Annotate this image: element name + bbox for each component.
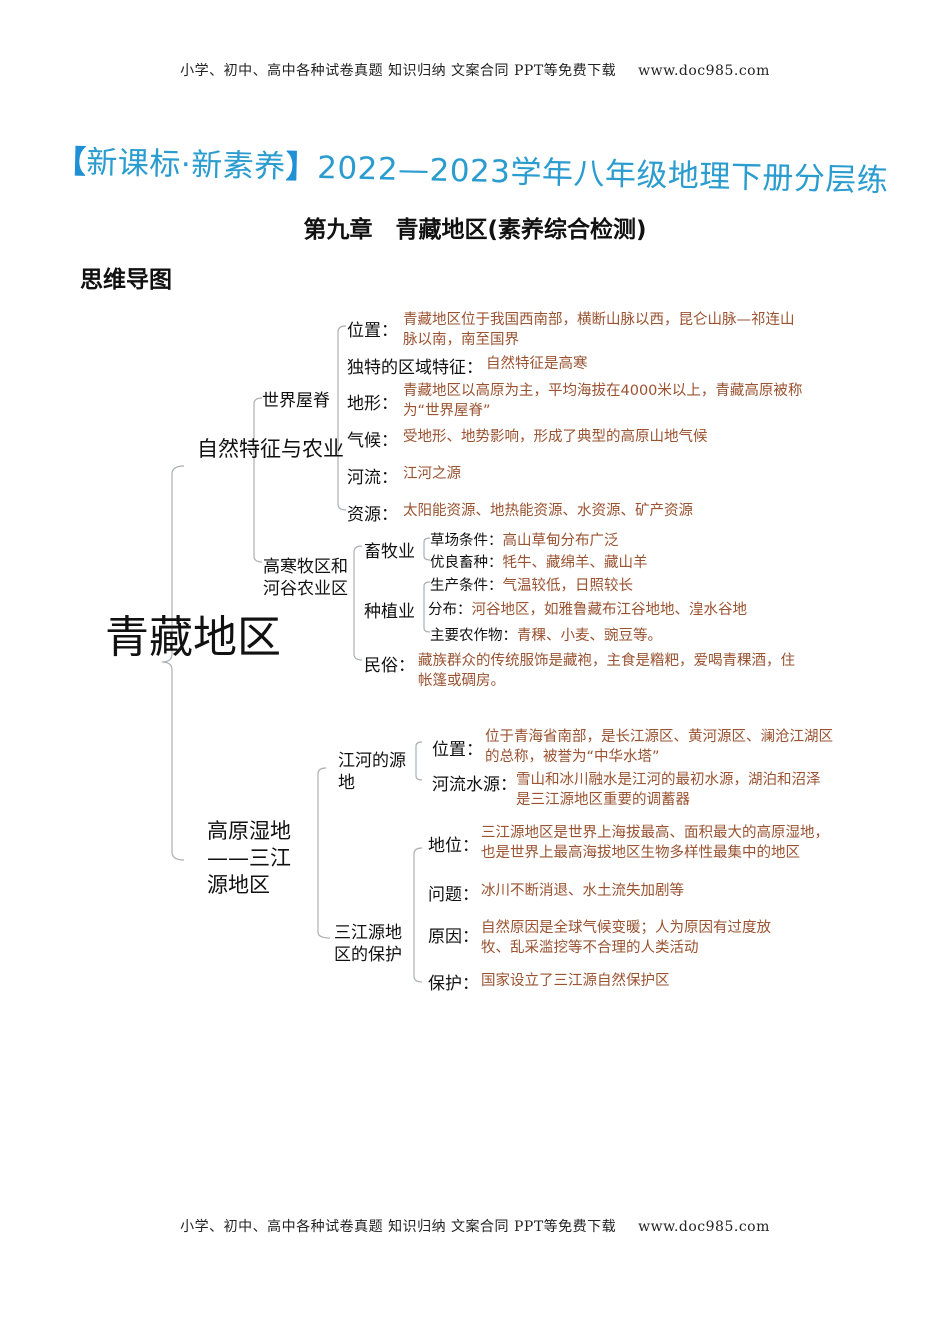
chapter-heading: 第九章 青藏地区(素养综合检测) [303,217,647,243]
header-url[interactable]: www.doc985.com [638,63,770,79]
item-value: 青藏地区以高原为主，平均海拔在4000米以上，青藏高原被称 为“世界屋脊” [403,383,803,419]
item-livestock: 优良畜种：牦牛、藏绵羊、藏山羊 [430,555,648,571]
item-key: 独特的区域特征： [347,358,483,378]
page-footer: 小学、初中、高中各种试卷真题 知识归纳 文案合同 PPT等免费下载 www.doc… [0,1216,950,1236]
page-header: 小学、初中、高中各种试卷真题 知识归纳 文案合同 PPT等免费下载 www.doc… [0,60,950,80]
root-label: 青藏地区 [105,612,281,663]
item-value: 自然特征是高寒 [486,356,588,372]
item-key: 资源： [347,505,398,525]
item-value: 江河之源 [403,466,461,482]
item-key: 位置： [347,321,398,341]
footer-text: 小学、初中、高中各种试卷真题 知识归纳 文案合同 PPT等免费下载 [180,1219,617,1235]
item-value: 受地形、地势影响，形成了典型的高原山地气候 [403,429,708,445]
header-text: 小学、初中、高中各种试卷真题 知识归纳 文案合同 PPT等免费下载 [180,63,617,79]
section-heading: 思维导图 [80,267,172,293]
item-distribution: 分布：河谷地区，如雅鲁藏布江谷地地、湟水谷地 [428,602,747,618]
footer-url[interactable]: www.doc985.com [638,1219,770,1235]
node-animal-husbandry: 畜牧业 [364,542,415,562]
node-roof-of-world: 世界屋脊 [262,391,330,411]
node-sanjiang-protection: 三江源地 区的保护 [334,923,402,965]
item-value: 太阳能资源、地热能资源、水资源、矿产资源 [403,503,693,519]
item-grassland: 草场条件：高山草甸分布广泛 [430,533,619,549]
item-production-conditions: 生产条件：气温较低，日照较长 [430,578,633,594]
item-key: 气候： [347,431,398,451]
branch-natural-features: 自然特征与农业 [197,436,344,463]
node-crop-farming: 种植业 [364,602,415,622]
node-pastoral-agriculture: 高寒牧区和 河谷农业区 [263,557,348,599]
item-key: 地形： [347,394,398,414]
mindmap-root: 青藏地区 [100,605,281,671]
node-river-source: 江河的源 地 [338,751,406,793]
branch-sanjiangyuan: 高原湿地 ——三江 源地区 [207,819,291,897]
item-value: 青藏地区位于我国西南部，横断山脉以西，昆仑山脉—祁连山 脉以南，南至国界 [403,312,795,348]
item-key: 河流： [347,468,398,488]
item-main-crops: 主要农作物：青稞、小麦、豌豆等。 [430,628,662,644]
branch-label: 自然特征与农业 [197,437,344,461]
